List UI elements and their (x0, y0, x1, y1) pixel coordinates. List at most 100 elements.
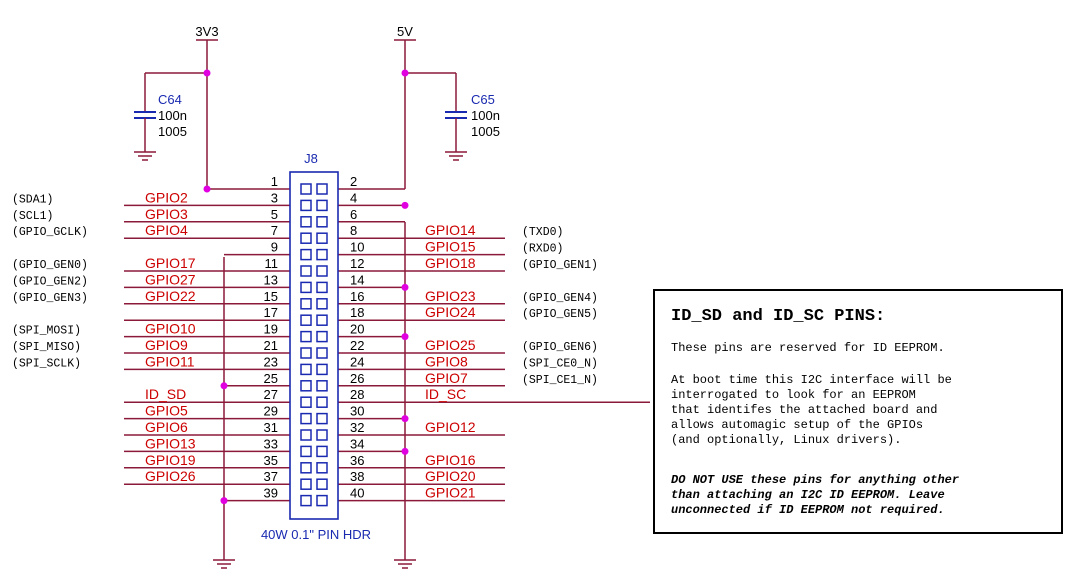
pin-30-number: 30 (350, 404, 364, 419)
pin-22-function: (GPIO_GEN6) (522, 341, 598, 354)
pin-20-junction (401, 333, 409, 341)
pin-10-number: 10 (350, 240, 364, 255)
pin-pad-odd-27 (300, 396, 312, 408)
pin-pad-even-2 (316, 183, 328, 195)
pin-19-function: (SPI_MOSI) (12, 325, 81, 338)
pin-pad-odd-15 (300, 298, 312, 310)
pin-pad-even-22 (316, 347, 328, 359)
pin-8-number: 8 (350, 223, 357, 238)
note-para-line-2: interrogated to look for an EEPROM (671, 388, 916, 402)
pin-pad-even-10 (316, 248, 328, 261)
pin-15-signal: GPIO22 (145, 288, 196, 304)
pin-11-number: 11 (265, 256, 279, 271)
pin-22-signal: GPIO25 (425, 337, 476, 353)
pin-pad-odd-17 (300, 314, 312, 326)
pin-24-signal: GPIO8 (425, 353, 468, 369)
pin-14-junction (401, 283, 409, 291)
pin-pad-odd-13 (300, 281, 312, 294)
note-warning-line-1: DO NOT USE these pins for anything other (671, 473, 960, 487)
pin-32-signal: GPIO12 (425, 419, 476, 435)
pin-24-number: 24 (350, 354, 364, 369)
pin-pad-odd-35 (300, 462, 312, 474)
cap-c64-ref: C64 (158, 92, 182, 107)
pin-19-number: 19 (264, 322, 278, 337)
pin-8-function: (TXD0) (522, 226, 563, 239)
note-warning-line-2: than attaching an I2C ID EEPROM. Leave (671, 488, 945, 502)
pin-pad-even-40 (316, 494, 328, 507)
pin-15-function: (GPIO_GEN3) (12, 292, 88, 305)
pin-pad-odd-1 (300, 183, 312, 195)
pin-pad-even-24 (316, 363, 328, 376)
pin-24-function: (SPI_CE0_N) (522, 357, 598, 370)
pin-27-signal: ID_SD (145, 386, 186, 402)
pin-pad-even-38 (316, 478, 328, 490)
pin-pad-odd-19 (300, 330, 312, 343)
pin-34-number: 34 (350, 436, 364, 451)
pin-26-signal: GPIO7 (425, 370, 468, 386)
header-j8 (289, 171, 339, 520)
pin-33-number: 33 (264, 436, 278, 451)
id-pins-note-box: ID_SD and ID_SC PINS: These pins are res… (653, 289, 1063, 534)
pin-30-junction (401, 415, 409, 423)
pin-13-signal: GPIO27 (145, 271, 196, 287)
pin-7-signal: GPIO4 (145, 222, 188, 238)
pin-4-junction (401, 201, 409, 209)
pin-15-number: 15 (264, 289, 278, 304)
pin-14-number: 14 (350, 272, 364, 287)
pin-pad-even-34 (316, 445, 328, 458)
header-outline (289, 171, 339, 520)
cap-c65-package: 1005 (471, 124, 500, 139)
pin-32-number: 32 (350, 420, 364, 435)
pin-28-signal: ID_SC (425, 386, 466, 402)
pin-pad-even-32 (316, 429, 328, 441)
pin-36-number: 36 (350, 453, 364, 468)
pin-35-signal: GPIO19 (145, 452, 196, 468)
power-and-cap-symbols: 3V3 5V C64 100n 1005 C65 100n 1005 J8 40… (158, 24, 500, 542)
note-warning-line-3: unconnected if ID EEPROM not required. (671, 503, 945, 517)
pin-21-number: 21 (264, 338, 278, 353)
pin-12-signal: GPIO18 (425, 255, 476, 271)
header-description: 40W 0.1" PIN HDR (261, 527, 371, 542)
cap-c64-value: 100n (158, 108, 187, 123)
pin-pad-even-28 (316, 396, 328, 408)
pin-38-number: 38 (350, 469, 364, 484)
note-para-line-1: At boot time this I2C interface will be (671, 373, 952, 387)
pin-38-signal: GPIO20 (425, 468, 476, 484)
pin-23-function: (SPI_SCLK) (12, 357, 81, 370)
pin-37-signal: GPIO26 (145, 468, 196, 484)
pin-pad-even-14 (316, 281, 328, 294)
pin-4-number: 4 (350, 190, 357, 205)
pin-pad-odd-7 (300, 232, 312, 244)
pin-pad-odd-3 (300, 199, 312, 212)
pin-26-number: 26 (350, 371, 364, 386)
note-para-line-3: that identifes the attached board and (671, 403, 938, 417)
pin-31-signal: GPIO6 (145, 419, 188, 435)
pin-29-number: 29 (264, 404, 278, 419)
pin-3-signal: GPIO2 (145, 189, 188, 205)
pin-pad-even-36 (316, 462, 328, 474)
pin-21-signal: GPIO9 (145, 337, 188, 353)
pin-22-number: 22 (350, 338, 364, 353)
power-label-3v3: 3V3 (195, 24, 218, 39)
pin-12-number: 12 (350, 256, 364, 271)
pin-7-number: 7 (271, 223, 278, 238)
pin-28-number: 28 (350, 387, 364, 402)
pin-pad-even-6 (316, 216, 328, 228)
pin-3-number: 3 (271, 190, 278, 205)
pin-1-number: 1 (271, 174, 278, 189)
pin-pad-even-12 (316, 265, 328, 277)
pin-pad-even-4 (316, 199, 328, 212)
pin-pad-even-30 (316, 412, 328, 425)
pin-18-signal: GPIO24 (425, 304, 476, 320)
pin-23-signal: GPIO11 (145, 353, 195, 369)
pin-21-function: (SPI_MISO) (12, 341, 81, 354)
pin-25-junction (220, 382, 228, 390)
pin-40-number: 40 (350, 486, 364, 501)
pin-5-signal: GPIO3 (145, 206, 188, 222)
pin-10-signal: GPIO15 (425, 239, 476, 255)
pin-36-signal: GPIO16 (425, 452, 476, 468)
power-label-5v: 5V (397, 24, 413, 39)
pin-16-function: (GPIO_GEN4) (522, 292, 598, 305)
pin-12-function: (GPIO_GEN1) (522, 259, 598, 272)
